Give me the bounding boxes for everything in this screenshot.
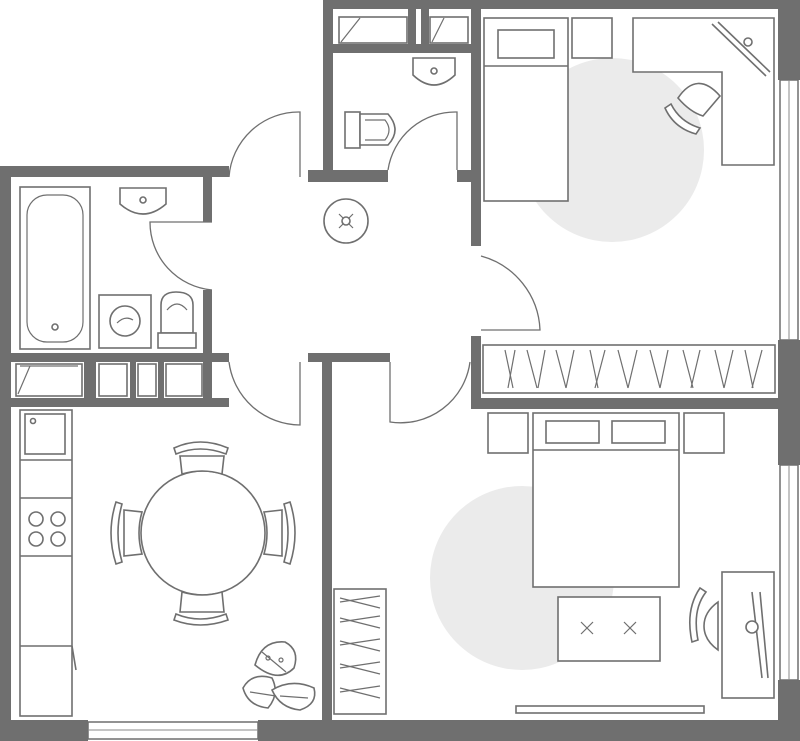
desk-icon [721,571,775,699]
bathroom-fixtures [19,186,197,350]
washing-machine-icon [98,294,152,349]
desk-icon [632,17,775,166]
plant-icon [242,641,316,711]
kitchen-furniture [19,409,316,717]
bedroom-1-furniture [482,17,776,394]
bed-icon [532,412,680,588]
ceiling-light-icon [323,198,369,244]
bedroom-2-furniture [333,412,775,715]
wardrobe-icon [333,588,387,715]
tv-stand [515,705,705,714]
sink-icon [412,57,456,86]
doors [149,111,541,426]
bed-icon [483,17,569,202]
wardrobe-icon [482,344,776,394]
kitchen-counter [19,409,77,717]
ottoman-icon [557,596,661,662]
toilet-room-fixtures [344,57,456,149]
stove-icon [28,511,66,547]
chair-icon [110,441,296,626]
chair-icon [663,82,722,135]
toilet-icon [157,291,197,349]
nightstand [487,412,529,454]
windows [15,16,799,740]
sink-icon [119,187,167,215]
toilet-icon [344,111,396,149]
bathtub-icon [19,186,91,350]
lamp-icon [711,21,771,77]
chair-icon [689,586,719,652]
nightstand [571,17,613,59]
nightstand [683,412,725,454]
dining-table-icon [140,470,266,596]
